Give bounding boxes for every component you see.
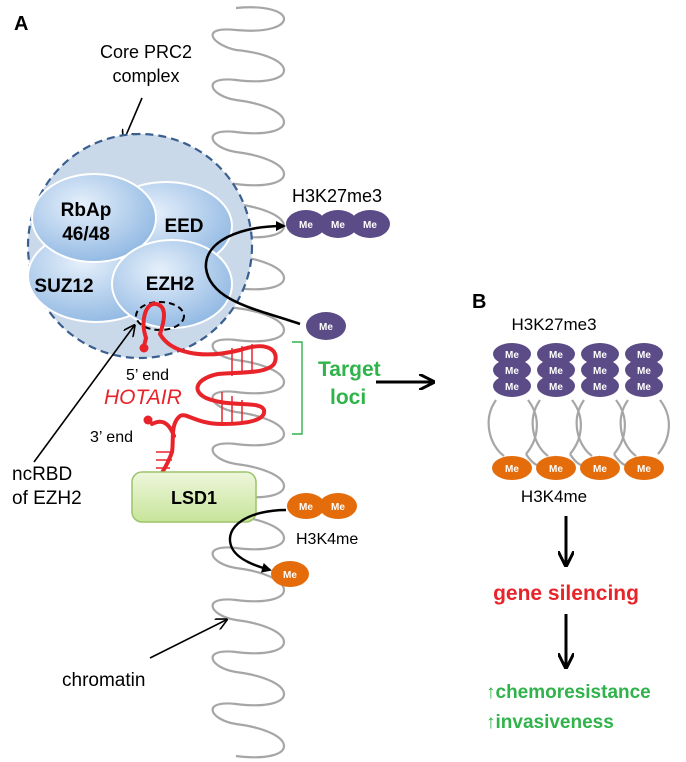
b-dna-loop — [613, 399, 626, 455]
b-h3k27me3-mark — [537, 359, 575, 381]
hotair-5-end-dot — [139, 343, 149, 353]
b-me-label: Me — [549, 382, 563, 393]
b-h3k27me3-mark — [493, 375, 531, 397]
free-me-orange-label: Me — [283, 570, 297, 581]
ezh2-label: EZH2 — [146, 274, 195, 295]
eed-label: EED — [164, 216, 203, 237]
b-me-label: Me — [505, 366, 519, 377]
b-dna-loop — [569, 399, 582, 455]
b-dna-loop — [531, 399, 549, 457]
target-loci-bracket — [292, 341, 303, 435]
lsd1-box — [131, 471, 257, 523]
b-h3k27me3-mark — [581, 375, 619, 397]
h3k4me-label-b: H3K4me — [521, 487, 587, 506]
b-h3k27me3-mark — [537, 375, 575, 397]
rbap-label-line1: RbAp — [61, 200, 112, 221]
three-end-label: 3’ end — [90, 429, 133, 446]
core-prc2-label-line2: complex — [112, 66, 179, 86]
h3k27me3-marks-a: Me Me Me — [286, 210, 390, 238]
chromatin-arrow — [149, 620, 226, 659]
suz12-label: SUZ12 — [34, 276, 93, 297]
rbap-label-line2: 46/48 — [62, 224, 110, 245]
core-prc2-arrow — [124, 97, 143, 140]
h3k27me3-label-a: H3K27me3 — [292, 186, 382, 206]
b-me-label: Me — [593, 350, 607, 361]
chromatin-label: chromatin — [62, 670, 145, 691]
svg-text:Me: Me — [363, 220, 377, 231]
free-me-orange — [271, 561, 309, 587]
target-loci-label-line1: Target — [318, 358, 381, 381]
ncrbd-arrow — [33, 326, 134, 463]
b-dna-loop — [525, 399, 538, 455]
lsd1-label: LSD1 — [171, 488, 217, 508]
invasiveness-label: ↑invasiveness — [486, 712, 614, 733]
hotair-base-pairs — [156, 344, 253, 469]
b-me-label: Me — [549, 350, 563, 361]
b-h3k4me-mark — [624, 456, 664, 480]
ncrbd-label-line1: ncRBD — [12, 464, 72, 485]
b-me-label: Me — [637, 382, 651, 393]
b-me-label: Me — [549, 464, 563, 475]
ncrbd-label-line2: of EZH2 — [12, 488, 82, 509]
svg-text:Me: Me — [299, 502, 313, 513]
b-h3k27me3-mark — [625, 375, 663, 397]
b-h3k27me3-mark — [625, 359, 663, 381]
b-h3k27me3-mark — [625, 343, 663, 365]
h3k27me3-label-b: H3K27me3 — [511, 315, 596, 334]
chromatin-helix — [211, 6, 285, 759]
h3k4me-label-a: H3K4me — [296, 531, 358, 548]
b-h3k4me-mark — [580, 456, 620, 480]
b-dna-loop — [619, 399, 637, 457]
b-h3k27me3-mark — [493, 359, 531, 381]
five-end-label: 5’ end — [126, 367, 169, 384]
svg-text:Me: Me — [331, 220, 345, 231]
b-h3k27me3-mark — [493, 343, 531, 365]
free-me-purple-label: Me — [319, 322, 333, 333]
b-me-label: Me — [505, 350, 519, 361]
b-h3k27me3-mark — [537, 343, 575, 365]
b-me-label: Me — [549, 366, 563, 377]
b-h3k4me-mark — [492, 456, 532, 480]
b-me-label: Me — [593, 464, 607, 475]
hotair-label: HOTAIR — [104, 386, 182, 409]
target-loci-label-line2: loci — [330, 386, 366, 409]
chemoresistance-label: ↑chemoresistance — [486, 682, 651, 703]
b-h3k27me3-mark — [581, 359, 619, 381]
core-prc2-label-line1: Core PRC2 — [100, 42, 192, 62]
b-me-label: Me — [637, 366, 651, 377]
gene-silencing-label: gene silencing — [493, 582, 639, 605]
h3k4me-marks-a: Me Me — [287, 493, 357, 519]
svg-text:Me: Me — [331, 502, 345, 513]
demethylation-arrow-k4 — [228, 508, 287, 573]
b-dna-loop — [487, 399, 505, 457]
b-h3k4me-mark — [536, 456, 576, 480]
free-me-purple — [306, 312, 346, 340]
panel-b-label: B — [472, 291, 486, 313]
b-me-label: Me — [637, 464, 651, 475]
b-me-label: Me — [505, 382, 519, 393]
methylation-arrow-k27 — [204, 221, 301, 326]
b-me-label: Me — [593, 382, 607, 393]
b-me-label: Me — [505, 464, 519, 475]
hotair-3-end-dot — [143, 415, 153, 425]
rbap-subunit — [31, 173, 157, 263]
svg-text:Me: Me — [299, 220, 313, 231]
panel-a-label: A — [14, 13, 28, 35]
b-h3k27me3-mark — [581, 343, 619, 365]
b-dna-loop — [575, 399, 593, 457]
b-dna-loop — [657, 399, 670, 455]
b-me-label: Me — [593, 366, 607, 377]
b-me-label: Me — [637, 350, 651, 361]
